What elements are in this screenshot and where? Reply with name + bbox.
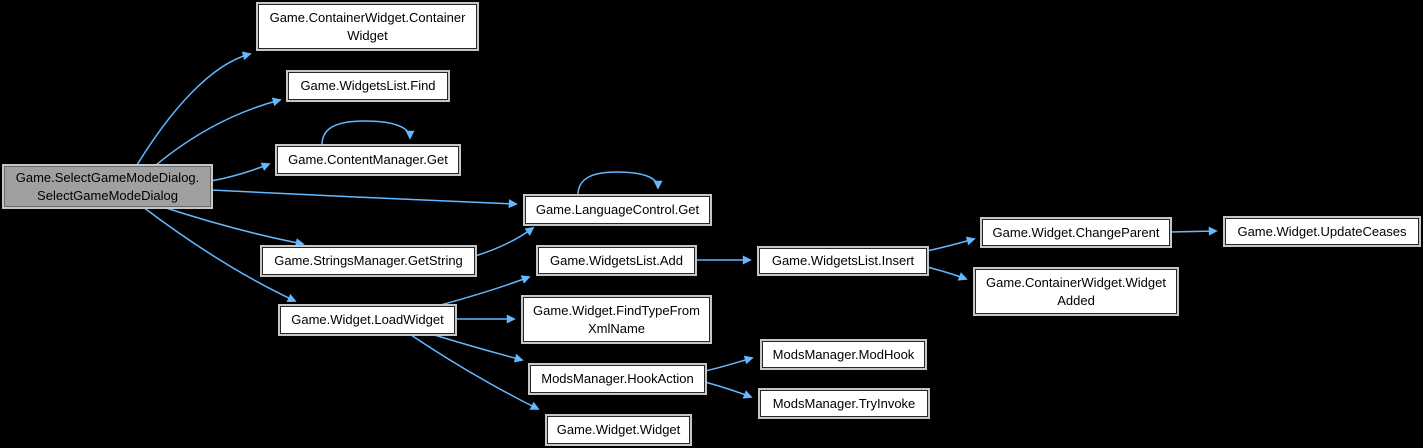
node-modsmanager-hookaction[interactable]: ModsManager.HookAction xyxy=(528,363,707,395)
call-edge-root-to-widgetslist-find xyxy=(155,97,282,166)
node-modsmanager-modhook[interactable]: ModsManager.ModHook xyxy=(760,339,927,370)
node-root[interactable]: Game.SelectGameModeDialog. SelectGameMode… xyxy=(2,164,213,209)
node-label-line: SelectGameModeDialog xyxy=(37,187,178,203)
node-label-line: Game.ContentManager.Get xyxy=(288,152,448,167)
node-label-line: Game.LanguageControl.Get xyxy=(535,202,700,217)
node-label-line: Game.Widget.UpdateCeases xyxy=(1237,223,1407,239)
call-edge-modsmanager-hookaction-to-modsmanager-modhook xyxy=(704,355,754,372)
node-label-line: Game.WidgetsList.Find xyxy=(300,78,436,93)
node-contentmanager-get[interactable]: Game.ContentManager.Get xyxy=(275,144,461,176)
call-edge-widget-loadwidget-to-widget-widget xyxy=(407,332,540,410)
call-edge-stringsmanager-getstring-to-languagecontrol-get xyxy=(474,226,535,257)
node-label-line: XmlName xyxy=(587,320,646,336)
node-label-line: Widget xyxy=(347,27,388,43)
node-widget-updateceases[interactable]: Game.Widget.UpdateCeases xyxy=(1223,216,1421,247)
call-edge-widgetslist-insert-to-containerwidget-widgetadded xyxy=(926,266,968,281)
node-label-line: ModsManager.TryInvoke xyxy=(772,395,916,411)
node-label-line: Game.WidgetsList.Add xyxy=(550,252,683,268)
node-label-line: Game.Widget.LoadWidget xyxy=(291,312,444,327)
node-widget-widget[interactable]: Game.Widget.Widget xyxy=(545,414,692,446)
node-label-line: Game.Widget.FindTypeFrom xyxy=(533,302,700,318)
node-label-line: Game.ContainerWidget.Container xyxy=(269,9,466,25)
call-edge-widget-loadwidget-to-modsmanager-hookaction xyxy=(427,332,524,363)
call-edge-root-to-widget-loadwidget xyxy=(142,206,297,303)
node-languagecontrol-get[interactable]: Game.LanguageControl.Get xyxy=(523,194,712,226)
node-label-line: Added xyxy=(1057,292,1095,308)
call-edge-widget-changeparent-to-widget-updateceases xyxy=(1169,226,1218,236)
call-edge-widgetslist-insert-to-widget-changeparent xyxy=(926,236,976,252)
node-widget-changeparent[interactable]: Game.Widget.ChangeParent xyxy=(980,217,1172,248)
node-widgetslist-add[interactable]: Game.WidgetsList.Add xyxy=(536,245,697,276)
call-edge-root-to-stringsmanager-getstring xyxy=(162,206,305,248)
node-label-line: Game.SelectGameModeDialog. xyxy=(15,169,200,185)
call-edge-root-to-languagecontrol-get xyxy=(210,189,518,209)
node-label-line: Game.ContainerWidget.Widget xyxy=(986,274,1166,290)
node-widget-loadwidget[interactable]: Game.Widget.LoadWidget xyxy=(278,304,457,336)
node-label-line: ModsManager.HookAction xyxy=(541,371,694,386)
call-edge-root-to-containerwidget-ctor xyxy=(136,51,252,166)
node-label-line: Game.Widget.ChangeParent xyxy=(992,224,1160,240)
node-label-line: ModsManager.ModHook xyxy=(772,346,915,362)
node-widgetslist-find[interactable]: Game.WidgetsList.Find xyxy=(286,70,450,102)
node-stringsmanager-getstring[interactable]: Game.StringsManager.GetString xyxy=(260,245,477,277)
node-label-line: Game.StringsManager.GetString xyxy=(274,253,463,268)
node-modsmanager-tryinvoke[interactable]: ModsManager.TryInvoke xyxy=(758,388,930,419)
node-widgetslist-insert[interactable]: Game.WidgetsList.Insert xyxy=(757,246,929,276)
node-label-line: Game.Widget.Widget xyxy=(556,422,681,437)
call-edge-root-to-contentmanager-get xyxy=(210,162,271,182)
call-edge-languagecontrol-get-to-languagecontrol-get xyxy=(577,171,663,196)
node-label-line: Game.WidgetsList.Insert xyxy=(771,253,915,268)
call-edge-modsmanager-hookaction-to-modsmanager-tryinvoke xyxy=(704,381,753,399)
call-edge-contentmanager-get-to-contentmanager-get xyxy=(321,120,415,146)
call-edge-widget-loadwidget-to-widgetslist-add xyxy=(436,275,531,307)
